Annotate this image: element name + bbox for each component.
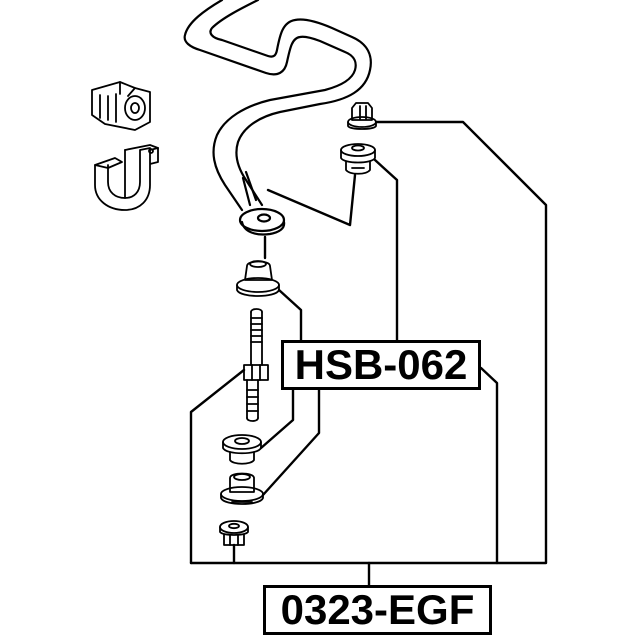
leader-hsb-to-egf [479, 366, 499, 565]
upper-bushing [340, 143, 376, 175]
leader-bolt-egf [189, 368, 246, 565]
stabilizer-bar [183, 0, 372, 212]
leader-lines [189, 120, 548, 587]
upper-link-bushing [236, 260, 280, 297]
leader-lower-upper-hsb [259, 388, 295, 450]
part-number-text: HSB-062 [294, 341, 468, 388]
bar-end-eye [238, 170, 286, 236]
bar-bushing [91, 81, 151, 131]
top-nut [347, 102, 377, 130]
leader-upper-bushing-hsb [373, 158, 399, 342]
part-number-label-hsb-062: HSB-062 [281, 340, 481, 390]
leader-bar-to-upper-bushing [266, 173, 357, 227]
lower-bushing-lower [220, 472, 264, 505]
part-number-label-0323-egf: 0323-EGF [263, 585, 492, 635]
leader-top-nut-egf [189, 120, 548, 565]
lower-bushing-upper [222, 434, 262, 465]
part-number-text: 0323-EGF [280, 586, 475, 633]
leader-link-bushing-hsb [277, 288, 303, 342]
leader-lower-lower-hsb [261, 388, 321, 497]
link-stud-bolt [243, 308, 269, 422]
bottom-nut [219, 520, 249, 546]
bar-bracket [94, 144, 159, 211]
